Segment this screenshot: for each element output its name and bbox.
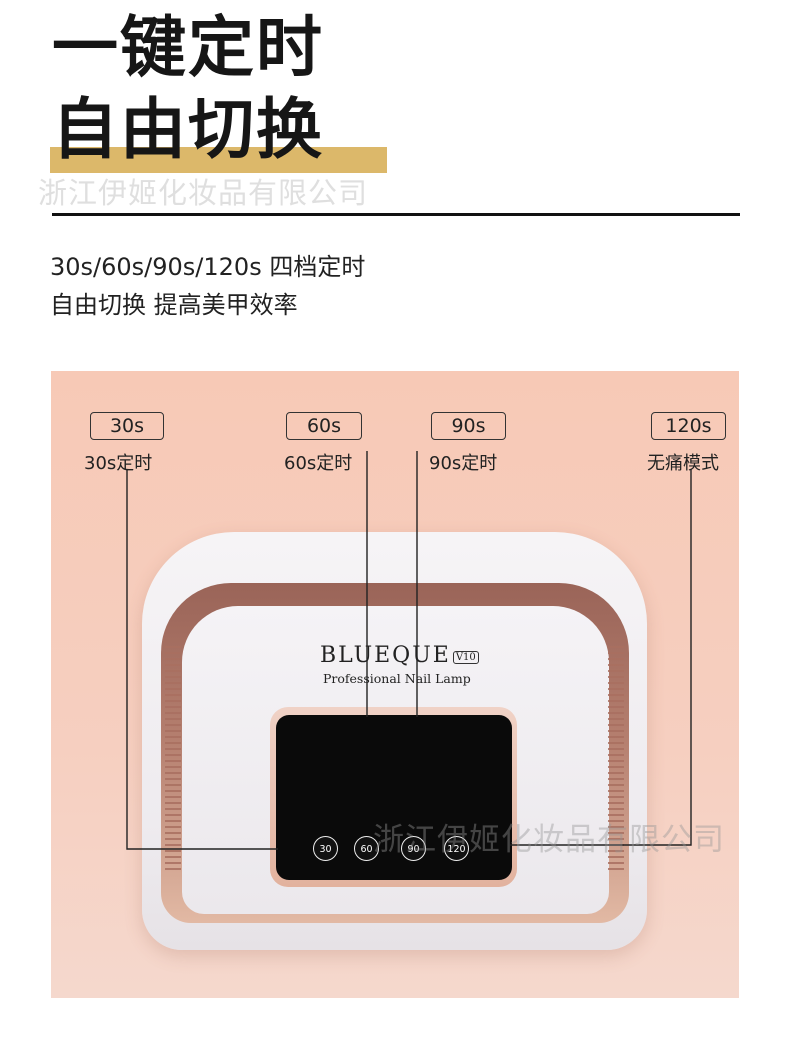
description-line-1: 30s/60s/90s/120s 四档定时 — [50, 253, 366, 281]
right-vent — [608, 646, 624, 871]
timer-badge-90s: 90s — [431, 412, 506, 440]
watermark-top: 浙江伊姬化妆品有限公司 — [38, 176, 369, 210]
timer-label-120s: 无痛模式 — [647, 453, 719, 474]
timer-label-60s: 60s定时 — [284, 453, 353, 474]
callout-lines — [126, 451, 692, 850]
callout-line-120 — [510, 469, 692, 846]
timer-badge-120s: 120s — [651, 412, 726, 440]
timer-120-button[interactable]: 120 — [444, 836, 469, 861]
callout-line-30 — [126, 469, 278, 850]
model-badge: V10 — [452, 651, 479, 664]
description-line-2: 自由切换 提高美甲效率 — [50, 291, 298, 319]
brand-subtitle: Professional Nail Lamp — [323, 671, 471, 686]
watermark-bottom: 浙江伊姬化妆品有限公司 — [373, 822, 725, 858]
timer-30-button[interactable]: 30 — [313, 836, 338, 861]
headline-line-1: 一键定时 — [52, 9, 324, 86]
timer-label-30s: 30s定时 — [84, 453, 153, 474]
left-vent — [165, 646, 181, 871]
headline-highlight-bar — [50, 147, 387, 173]
timer-badge-30s: 30s — [90, 412, 164, 440]
brand-name: BLUEQUE — [320, 643, 451, 668]
timer-60-button[interactable]: 60 — [354, 836, 379, 861]
timer-90-button[interactable]: 90 — [401, 836, 426, 861]
timer-badge-60s: 60s — [286, 412, 362, 440]
divider — [52, 213, 740, 216]
headline-line-2: 自由切换 — [52, 91, 324, 168]
timer-label-90s: 90s定时 — [429, 453, 498, 474]
